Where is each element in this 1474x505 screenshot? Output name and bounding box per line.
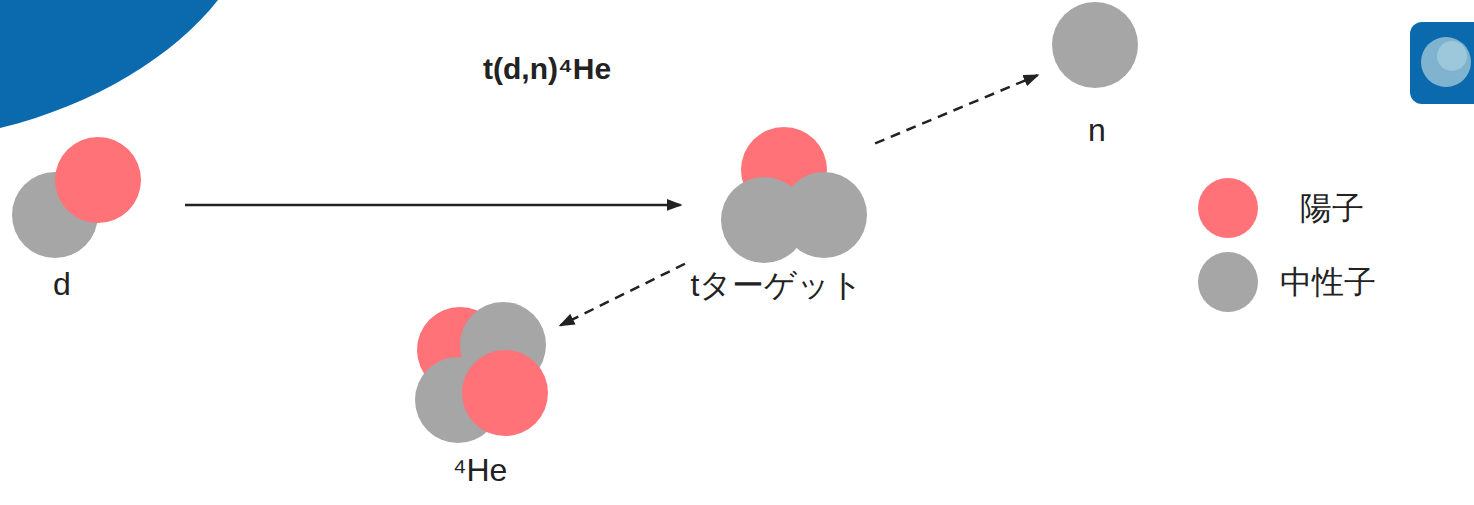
title: t(d,n)⁴He bbox=[483, 52, 611, 87]
reaction-arrow bbox=[875, 75, 1037, 143]
particle-label: tターゲット bbox=[691, 267, 864, 304]
logo-highlight bbox=[1437, 41, 1467, 71]
neutron bbox=[781, 172, 867, 258]
logo-panel bbox=[1410, 22, 1474, 104]
particle-node: ⁴He bbox=[405, 300, 555, 495]
legend-swatch bbox=[1198, 252, 1258, 312]
legend-text: 中性子 bbox=[1280, 264, 1376, 301]
particle-node: d bbox=[8, 135, 148, 310]
particle-node: n bbox=[1045, 0, 1145, 155]
logo-circle bbox=[1421, 37, 1471, 87]
reaction-arrow bbox=[560, 264, 685, 326]
legend-text: 陽子 bbox=[1300, 190, 1364, 227]
particle-label: d bbox=[53, 266, 71, 303]
neutron bbox=[1052, 2, 1138, 88]
particle-label: n bbox=[1088, 112, 1106, 149]
particle-node: tターゲット bbox=[689, 125, 872, 305]
corner-shape bbox=[0, 0, 218, 128]
reaction-arrow bbox=[185, 204, 681, 207]
proton bbox=[55, 137, 141, 223]
particle-label: ⁴He bbox=[453, 452, 508, 489]
particle-cluster bbox=[8, 135, 148, 310]
legend-swatch bbox=[1198, 178, 1258, 238]
proton bbox=[462, 350, 548, 436]
